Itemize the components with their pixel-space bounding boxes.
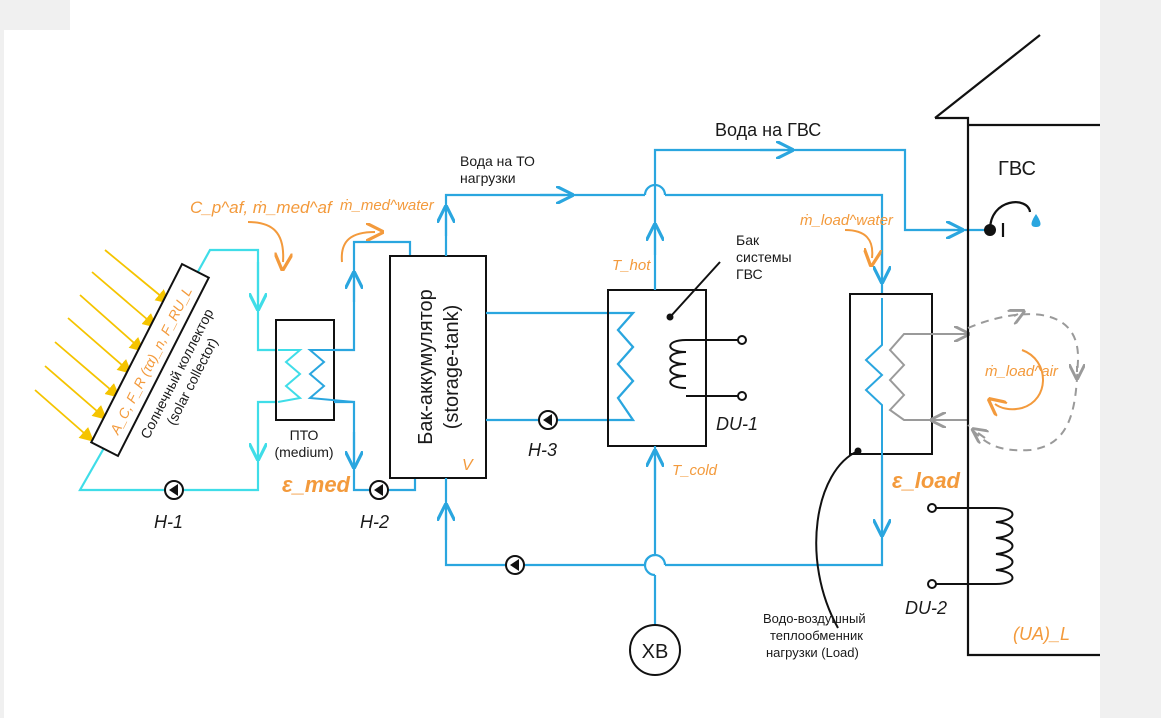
water-load-arrow xyxy=(844,229,872,258)
tank-subtitle: (storage-tank) xyxy=(441,305,463,430)
dhw-tank xyxy=(607,289,707,447)
dhw-tap-icon xyxy=(988,201,1032,237)
du1-label: DU-1 xyxy=(716,414,758,434)
medium-hx-coil-secondary xyxy=(307,349,355,403)
du2-label: DU-2 xyxy=(905,598,947,618)
dhw-tank-label-1: Бак xyxy=(736,232,760,248)
eps-load-label: ε_load xyxy=(892,468,961,493)
pump-h2 xyxy=(369,480,389,500)
water-drop-icon xyxy=(1031,214,1041,227)
cold-water-source xyxy=(629,624,681,676)
load-hx-label-3: нагрузки (Load) xyxy=(766,645,859,660)
pump-h1 xyxy=(164,480,184,500)
electric-heater-du1 xyxy=(669,335,747,401)
dhw-supply-line xyxy=(655,150,988,290)
dhw-tank-label-2: системы xyxy=(736,249,792,265)
cold-water-label: ХВ xyxy=(642,641,669,663)
right-gutter xyxy=(1100,0,1161,718)
collector-flow-arrow xyxy=(247,221,283,262)
load-return-line xyxy=(446,455,882,567)
load-heat-exchanger xyxy=(849,293,933,455)
dhw-label: ГВС xyxy=(998,158,1036,180)
load-hx-pointer xyxy=(815,450,859,629)
collector-loop xyxy=(78,248,278,492)
load-hx-label-2: теплообменник xyxy=(770,628,863,643)
air-load-label: ṁ_load^air xyxy=(985,363,1059,380)
medium-hx-sub: (medium) xyxy=(274,444,333,460)
storage-tank xyxy=(389,255,487,479)
dhw-tap-valve xyxy=(984,224,996,236)
load-hx-water-coil xyxy=(864,298,884,455)
water-med-label: ṁ_med^water xyxy=(340,197,435,214)
load-hx-label-1: Водо-воздушный xyxy=(763,611,866,626)
pump-h3 xyxy=(538,410,558,430)
return-pump xyxy=(505,555,525,575)
dhw-tank-coil xyxy=(610,312,636,421)
dhw-tank-label-3: ГВС xyxy=(736,266,763,282)
electric-heater-du2 xyxy=(927,503,1014,589)
eps-med-label: ε_med xyxy=(282,472,351,497)
collector-panel xyxy=(89,262,211,458)
tank-title: Бак-аккумулятор xyxy=(415,289,437,445)
water-med-arrow xyxy=(340,232,375,263)
sun-rays xyxy=(34,249,171,442)
t-cold-label: T_cold xyxy=(672,462,718,479)
ua-l-label: (UA)_L xyxy=(1013,624,1070,644)
corner-gap xyxy=(0,0,70,30)
air-load-arrow xyxy=(995,349,1044,409)
water-to-dhw-label: Вода на ГВС xyxy=(715,120,821,140)
water-to-load-hx-1: Вода на ТО xyxy=(460,153,535,169)
tank-charge-loop xyxy=(334,240,417,492)
medium-hx-name: ПТО xyxy=(290,427,319,443)
water-load-label: ṁ_load^water xyxy=(800,212,894,229)
tank-volume: V xyxy=(462,457,474,474)
pump-h3-label: H-3 xyxy=(528,440,557,460)
water-to-load-hx-2: нагрузки xyxy=(460,170,516,186)
collector-flow-label: C_p^af, ṁ_med^af xyxy=(190,198,334,217)
load-hx-air-coil xyxy=(888,333,968,421)
medium-heat-exchanger xyxy=(275,319,335,421)
pump-h2-label: H-2 xyxy=(360,512,389,532)
t-hot-label: T_hot xyxy=(612,257,651,274)
medium-hx-coil-primary xyxy=(277,349,303,403)
dhw-tank-pointer xyxy=(670,261,721,317)
pump-h1-label: H-1 xyxy=(154,512,183,532)
room-air-loop xyxy=(967,314,1078,452)
house-outline xyxy=(934,34,1100,657)
